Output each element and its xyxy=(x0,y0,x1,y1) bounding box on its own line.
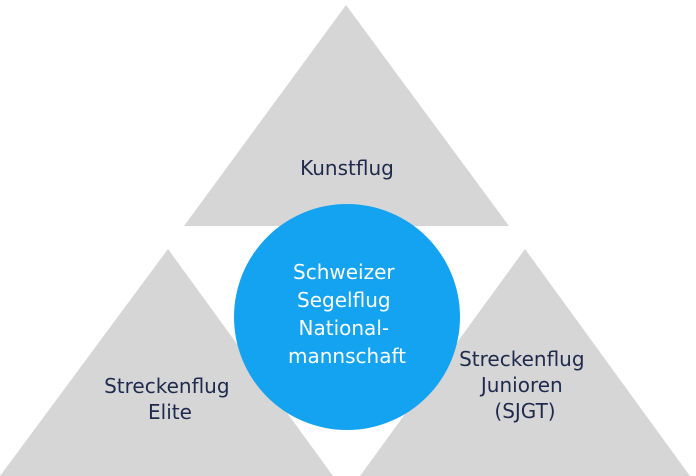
center-circle xyxy=(234,204,460,430)
center-label-line-3: National- xyxy=(299,316,390,340)
top-triangle xyxy=(184,5,509,226)
bottom-right-label: Streckenflug Junioren (SJGT) xyxy=(459,347,591,423)
bottom-left-triangle xyxy=(0,249,333,476)
bottom-left-label-line-2: Elite xyxy=(148,400,192,424)
bottom-left-label-line-1: Streckenflug xyxy=(104,374,229,398)
center-label-line-2: Segelflug xyxy=(297,288,391,312)
bottom-right-label-line-2: Junioren xyxy=(479,373,563,397)
top-label: Kunstflug xyxy=(300,156,394,180)
center-label: Schweizer Segelflug National- mannschaft xyxy=(288,260,406,368)
bottom-right-label-line-1: Streckenflug xyxy=(459,347,584,371)
bottom-left-label: Streckenflug Elite xyxy=(104,374,236,424)
center-label-line-1: Schweizer xyxy=(293,260,395,284)
bottom-right-triangle xyxy=(360,249,690,476)
bottom-right-label-line-3: (SJGT) xyxy=(494,399,555,423)
center-label-line-4: mannschaft xyxy=(288,344,406,368)
